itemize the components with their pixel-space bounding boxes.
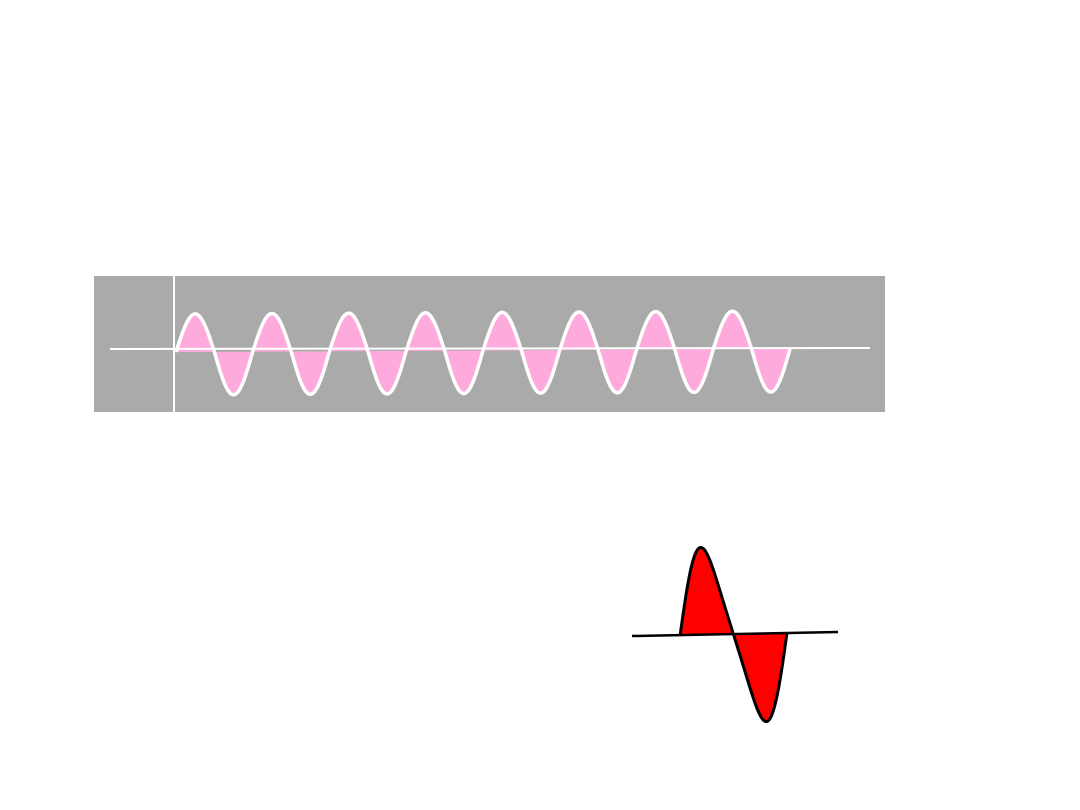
single-cycle-axis [631,630,839,638]
wave-train-curve [174,309,792,397]
wave-train-fill [176,311,790,395]
single-cycle-curve [678,545,789,724]
horizontal-axis [109,347,871,350]
